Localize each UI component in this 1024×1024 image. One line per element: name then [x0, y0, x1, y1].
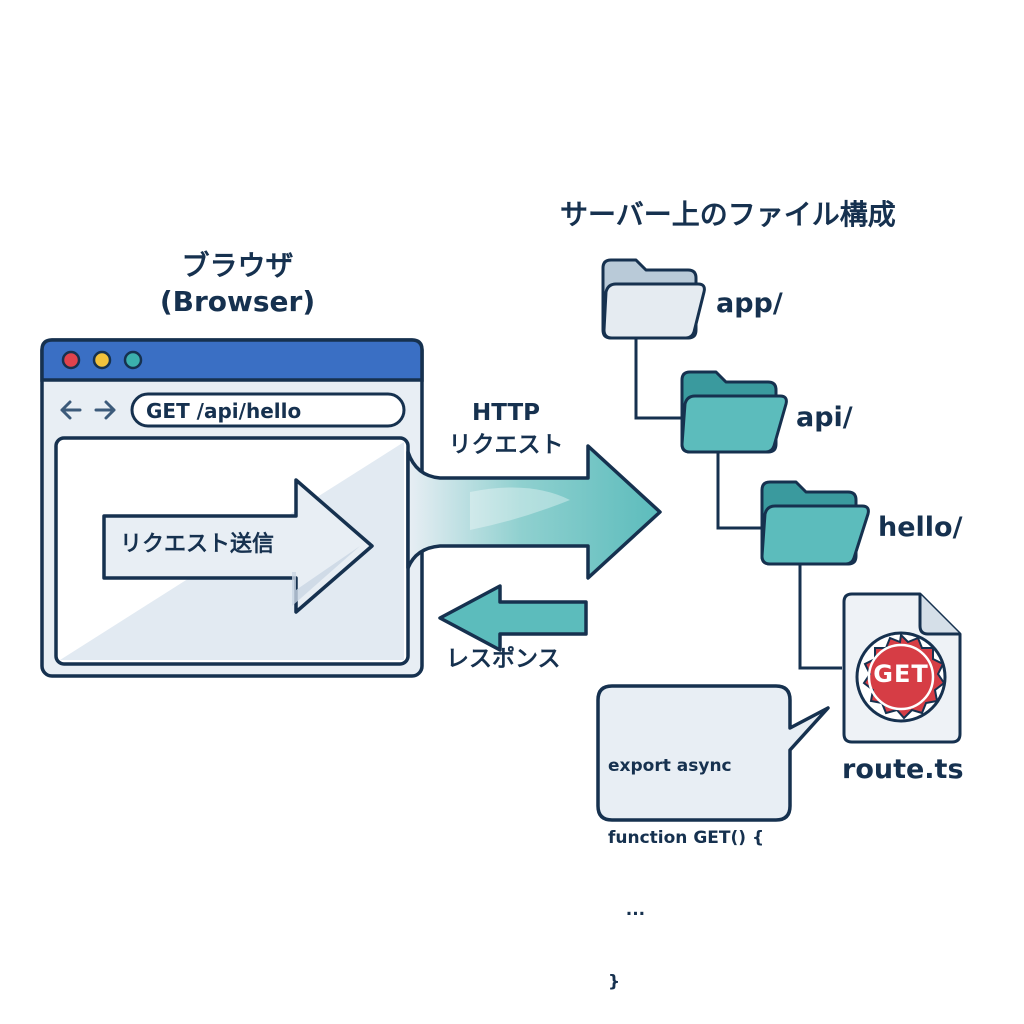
- close-dot-icon[interactable]: [61, 350, 81, 370]
- code-line: export async: [608, 756, 732, 776]
- folder-icon[interactable]: [760, 480, 870, 566]
- speech-bubble-icon: [596, 684, 830, 822]
- back-arrow-icon[interactable]: [60, 400, 82, 420]
- get-badge-icon: [855, 631, 947, 723]
- request-send-arrow-icon: [102, 478, 374, 614]
- folder-label-api[interactable]: api/: [796, 402, 853, 433]
- folder-label-hello[interactable]: hello/: [878, 512, 963, 543]
- http-request-line1: HTTP: [471, 400, 540, 426]
- request-flow-arrow: [406, 444, 662, 580]
- folder-label-app[interactable]: app/: [716, 288, 783, 319]
- minimize-dot-icon[interactable]: [92, 350, 112, 370]
- get-badge-text: GET: [873, 660, 929, 688]
- code-line: }: [608, 972, 621, 992]
- url-text[interactable]: GET /api/hello: [146, 399, 302, 423]
- tree-connectors: [634, 336, 842, 670]
- response-arrow-icon: [438, 584, 588, 652]
- url-bar[interactable]: [130, 392, 406, 428]
- browser-window: [40, 338, 424, 678]
- browser-title-ja: ブラウザ: [181, 249, 294, 282]
- maximize-dot-icon[interactable]: [123, 350, 143, 370]
- code-line: ...: [608, 900, 646, 920]
- code-line: function GET() {: [608, 828, 765, 848]
- folder-icon[interactable]: [680, 370, 788, 454]
- http-request-label: HTTP リクエスト: [436, 397, 576, 461]
- browser-title-en: (Browser): [159, 285, 316, 318]
- file-label-route[interactable]: route.ts: [842, 754, 964, 785]
- http-request-line2: リクエスト: [448, 432, 564, 458]
- server-title: サーバー上のファイル構成: [560, 198, 896, 231]
- folder-icon[interactable]: [601, 258, 706, 340]
- browser-title-bar: [40, 338, 424, 382]
- forward-arrow-icon[interactable]: [94, 400, 116, 420]
- response-label: レスポンス: [446, 646, 561, 672]
- browser-title: ブラウザ (Browser): [120, 248, 355, 320]
- request-send-label: リクエスト送信: [120, 532, 275, 557]
- code-snippet: export async function GET() { ... }: [608, 706, 764, 1018]
